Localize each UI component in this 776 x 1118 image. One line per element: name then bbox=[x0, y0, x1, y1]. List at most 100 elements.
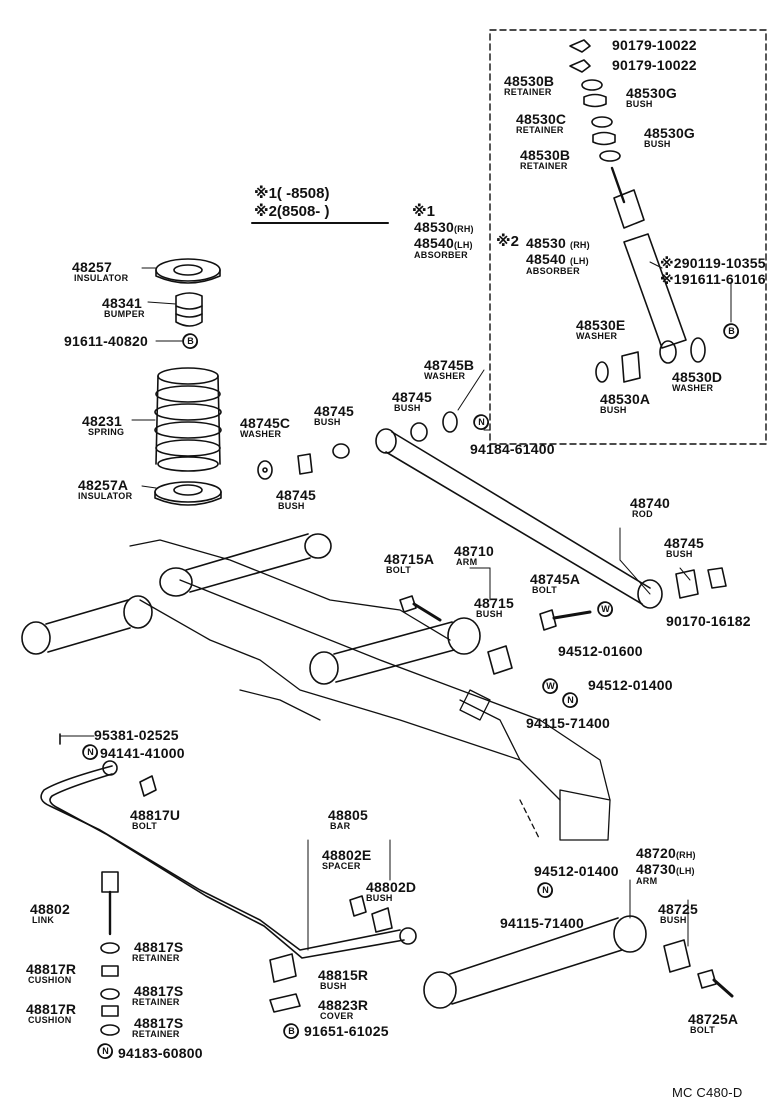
label-48745-b: 48745 bbox=[314, 403, 354, 419]
label-48530b-b: 48530B bbox=[520, 147, 571, 163]
label-48720-rh: 48720(RH) bbox=[636, 845, 696, 861]
label-48745c: 48745C bbox=[240, 415, 291, 431]
label-48231: 48231 bbox=[82, 413, 122, 429]
label-48745-a: 48745 bbox=[276, 487, 316, 503]
label-94512-01400-a: 94512-01400 bbox=[588, 677, 673, 693]
label-94184-61400: 94184-61400 bbox=[470, 441, 555, 457]
bush-48815r bbox=[269, 953, 297, 983]
bush-48745-d bbox=[675, 569, 699, 599]
bush-48530g-lower bbox=[592, 131, 616, 146]
mark-n-94115-a: N bbox=[563, 693, 578, 708]
spacer-48802e bbox=[349, 895, 367, 917]
label-48823r-name: COVER bbox=[320, 1011, 354, 1021]
legend-range-2: ※2(8508- ) bbox=[254, 203, 330, 220]
label-94115-71400-b: 94115-71400 bbox=[500, 915, 584, 931]
upper-control-arm-left bbox=[159, 533, 332, 597]
coil-spring bbox=[154, 367, 222, 472]
bolt-48817u-head bbox=[139, 775, 157, 797]
label-48715-name: BUSH bbox=[476, 609, 503, 619]
label-48805: 48805 bbox=[328, 807, 368, 823]
label-48540-2-name: ABSORBER bbox=[526, 266, 580, 276]
upper-insulator bbox=[155, 258, 221, 282]
rear-axle-housing bbox=[129, 539, 611, 841]
label-48530d: 48530D bbox=[672, 369, 723, 385]
bush-48745-a bbox=[297, 453, 313, 475]
rod-bushings-left bbox=[257, 411, 489, 480]
absorber-upper-body bbox=[613, 189, 645, 229]
label-95381-02525: 95381-02525 bbox=[94, 727, 179, 743]
label-48817r-a: 48817R bbox=[26, 961, 77, 977]
bump-stop-bumper bbox=[175, 292, 203, 327]
bush-48725 bbox=[663, 939, 691, 973]
nut-90170 bbox=[707, 567, 727, 589]
label-90179-10022-b: 90179-10022 bbox=[612, 57, 697, 73]
washer-48745c bbox=[257, 460, 273, 480]
label-48530b-a: 48530B bbox=[504, 73, 555, 89]
label-48817s-b: 48817S bbox=[134, 983, 184, 999]
label-48710-name: ARM bbox=[456, 557, 478, 567]
label-48815r-name: BUSH bbox=[320, 981, 347, 991]
label-48815r: 48815R bbox=[318, 967, 369, 983]
label-94115-71400-a: 94115-71400 bbox=[526, 715, 610, 731]
mark-b-91611: B bbox=[183, 334, 198, 349]
label-48802d: 48802D bbox=[366, 879, 417, 895]
shock-absorber bbox=[569, 39, 739, 383]
label-48745b: 48745B bbox=[424, 357, 475, 373]
label-90170-16182: 90170-16182 bbox=[666, 613, 751, 629]
bush-48530g-upper bbox=[583, 93, 607, 108]
label-290119-10355: ※290119-10355 bbox=[660, 255, 766, 271]
label-48725-name: BUSH bbox=[660, 915, 687, 925]
absorber-lower-body bbox=[623, 233, 687, 349]
label-48817s-a-name: RETAINER bbox=[132, 953, 180, 963]
mark-w-94512-a: W bbox=[598, 602, 613, 617]
label-48715a-name: BOLT bbox=[386, 565, 412, 575]
label-48823r: 48823R bbox=[318, 997, 369, 1013]
label-48817r-a-name: CUSHION bbox=[28, 975, 72, 985]
label-48710: 48710 bbox=[454, 543, 494, 559]
label-48257a-name: INSULATOR bbox=[78, 491, 133, 501]
bush-48802d bbox=[371, 907, 393, 933]
label-48530-rh-1: 48530(RH) bbox=[414, 219, 474, 235]
nut-90179-b bbox=[569, 59, 591, 73]
label-48745-c: 48745 bbox=[392, 389, 432, 405]
label-48530c: 48530C bbox=[516, 111, 567, 127]
label-48530g-b: 48530G bbox=[644, 125, 696, 141]
label-48257a: 48257A bbox=[78, 477, 129, 493]
label-48725a-name: BOLT bbox=[690, 1025, 716, 1035]
mark-n-94184: N bbox=[474, 415, 489, 430]
label-48257-name: INSULATOR bbox=[74, 273, 129, 283]
label-48530e-name: WASHER bbox=[576, 331, 618, 341]
mark-b-91651: B bbox=[284, 1024, 299, 1039]
label-48540-1-name: ABSORBER bbox=[414, 250, 468, 260]
lateral-control-rod bbox=[375, 428, 727, 609]
label-48817s-a: 48817S bbox=[134, 939, 184, 955]
label-94183-60800: 94183-60800 bbox=[118, 1045, 203, 1061]
shock-absorber-kit-frame bbox=[489, 29, 767, 445]
bush-48530a bbox=[621, 351, 641, 383]
bush-48745-b bbox=[332, 443, 350, 459]
label-94512-01400-b: 94512-01400 bbox=[534, 863, 619, 879]
label-48530a-name: BUSH bbox=[600, 405, 627, 415]
label-48817r-b-name: CUSHION bbox=[28, 1015, 72, 1025]
label-91651-61025: 91651-61025 bbox=[304, 1023, 389, 1039]
mark-n-94141: N bbox=[83, 745, 98, 760]
label-48745-d: 48745 bbox=[664, 535, 704, 551]
label-48745-b-name: BUSH bbox=[314, 417, 341, 427]
label-48817s-b-name: RETAINER bbox=[132, 997, 180, 1007]
piston-rod bbox=[610, 166, 626, 204]
label-48817s-c: 48817S bbox=[134, 1015, 184, 1031]
label-48745b-name: WASHER bbox=[424, 371, 466, 381]
washer-48745b bbox=[442, 411, 458, 433]
label-48802d-name: BUSH bbox=[366, 893, 393, 903]
label-48745a-name: BOLT bbox=[532, 585, 558, 595]
washer-48530e bbox=[595, 361, 609, 383]
label-48530d-name: WASHER bbox=[672, 383, 714, 393]
variant-note-2: ※2 bbox=[496, 233, 519, 250]
washer-48530d bbox=[690, 337, 706, 363]
label-48530c-name: RETAINER bbox=[516, 125, 564, 135]
label-48540-lh-1: 48540(LH) bbox=[414, 235, 473, 251]
label-48715: 48715 bbox=[474, 595, 514, 611]
label-48802e-name: SPACER bbox=[322, 861, 361, 871]
